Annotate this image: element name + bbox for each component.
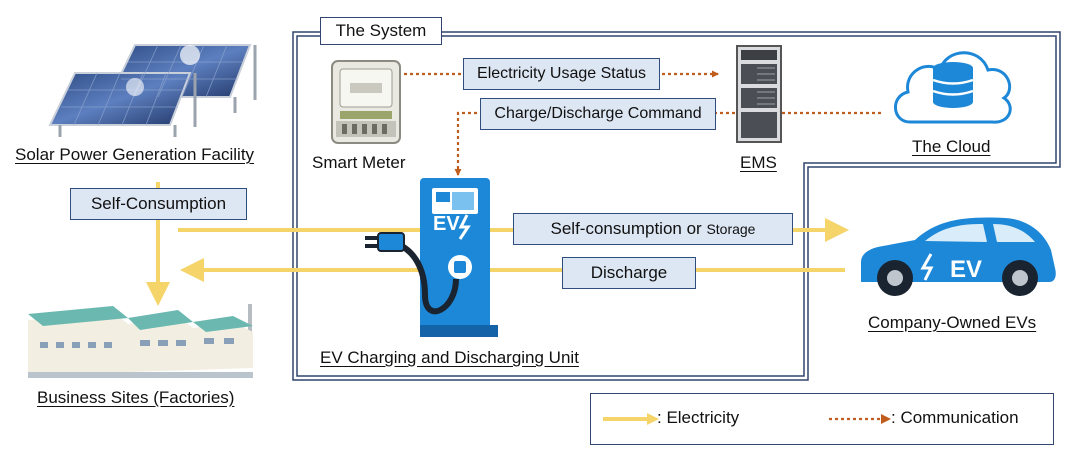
legend: : Electricity : Communication: [590, 393, 1054, 445]
self-consumption-or-storage-label: Self-consumption or Storage: [513, 213, 793, 245]
system-title: The System: [320, 17, 442, 45]
car-ev-text: EV: [950, 256, 983, 283]
communication-legend-arrow: [829, 414, 891, 424]
smart-meter-icon: [331, 60, 401, 144]
legend-electricity-label: : Electricity: [657, 408, 740, 427]
factory-icon: [28, 304, 253, 378]
smart-meter-label: Smart Meter: [312, 153, 406, 172]
solar-panel-icon: [48, 44, 257, 137]
self-consumption-label: Self-Consumption: [70, 188, 247, 220]
electricity-legend-arrow: [603, 413, 659, 425]
charge-discharge-command-label: Charge/Discharge Command: [480, 98, 716, 130]
self-consumption-or-text: Self-consumption or: [550, 219, 702, 238]
discharge-label: Discharge: [562, 257, 696, 289]
company-evs-label: Company-Owned EVs: [868, 313, 1037, 332]
business-sites-label: Business Sites (Factories): [37, 388, 235, 407]
ems-label: EMS: [740, 153, 777, 172]
legend-communication-label: : Communication: [891, 408, 1019, 427]
solar-facility-label: Solar Power Generation Facility: [15, 145, 255, 164]
cloud-label: The Cloud: [912, 137, 991, 156]
ev-car-icon: [861, 217, 1056, 296]
ev-charger-icon: [365, 178, 498, 337]
charger-ev-text: EV: [433, 213, 460, 235]
ems-server-icon: [736, 45, 782, 143]
ev-unit-label: EV Charging and Discharging Unit: [320, 348, 579, 367]
electricity-usage-status-label: Electricity Usage Status: [463, 58, 660, 90]
cloud-icon: [894, 51, 1012, 124]
storage-text: Storage: [706, 221, 756, 237]
